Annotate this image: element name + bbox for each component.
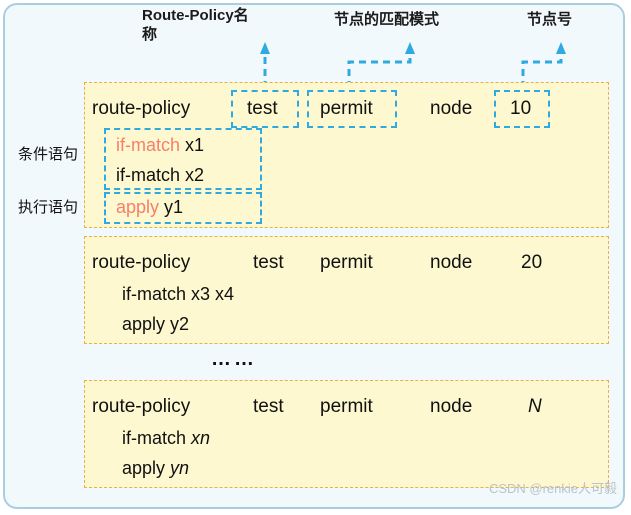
block1-statement-2-keyword: apply [116,197,160,217]
annotation-policy-name: Route-Policy名称 [142,7,249,43]
ellipsis-row: …… [211,348,257,370]
highlight-box-node-id [494,90,550,128]
block2-command: route-policy [92,252,191,273]
block1-statement-1: if-match x2 [116,164,204,186]
annotation-node-match-mode: 节点的匹配模式 [334,11,440,28]
block2-node-keyword: node [430,252,473,273]
policy-block-node-20 [84,236,609,344]
block2-statement-0: if-match x3 x4 [122,283,234,305]
block2-mode: permit [320,252,373,273]
block3-statement-0: if-match xn [122,427,210,449]
block3-node-id: N [528,396,542,417]
block1-policy-name: test [247,98,278,119]
watermark: CSDN @renkie人可毅 [488,481,617,496]
block1-statement-0-args: x1 [185,135,205,155]
block2-statement-1: apply y2 [122,313,189,335]
highlight-box-policy-name [231,90,299,128]
block1-statement-2-args: y1 [164,197,184,217]
side-label-condition: 条件语句 [18,146,79,163]
highlight-box-actions [104,192,262,224]
block2-statement-1-keyword: apply [122,314,166,334]
policy-block-node-n [84,380,609,488]
block1-command: route-policy [92,98,191,119]
block3-node-keyword: node [430,396,473,417]
block1-statement-2: apply y1 [116,196,183,218]
block2-statement-0-keyword: if-match [122,284,187,304]
block1-statement-1-args: x2 [185,165,205,185]
block3-statement-1-args: yn [170,458,190,478]
block1-statement-0: if-match x1 [116,134,204,156]
block1-mode: permit [320,98,373,119]
block2-policy-name: test [253,252,284,273]
block3-statement-1: apply yn [122,457,189,479]
block2-statement-0-args: x3 x4 [191,284,235,304]
block3-command: route-policy [92,396,191,417]
side-label-action: 执行语句 [18,199,79,216]
block1-node-keyword: node [430,98,473,119]
annotation-node-number: 节点号 [527,11,573,28]
policy-block-node-10 [84,82,609,228]
highlight-box-mode [307,90,397,128]
block2-statement-1-args: y2 [170,314,190,334]
block3-statement-0-keyword: if-match [122,428,187,448]
block1-node-id: 10 [510,98,532,119]
block2-node-id: 20 [521,252,543,273]
block1-statement-0-keyword: if-match [116,135,181,155]
block1-statement-1-keyword: if-match [116,165,181,185]
highlight-box-conditions [104,128,262,190]
block3-statement-1-keyword: apply [122,458,166,478]
block3-mode: permit [320,396,373,417]
block3-policy-name: test [253,396,284,417]
block3-statement-0-args: xn [191,428,211,448]
